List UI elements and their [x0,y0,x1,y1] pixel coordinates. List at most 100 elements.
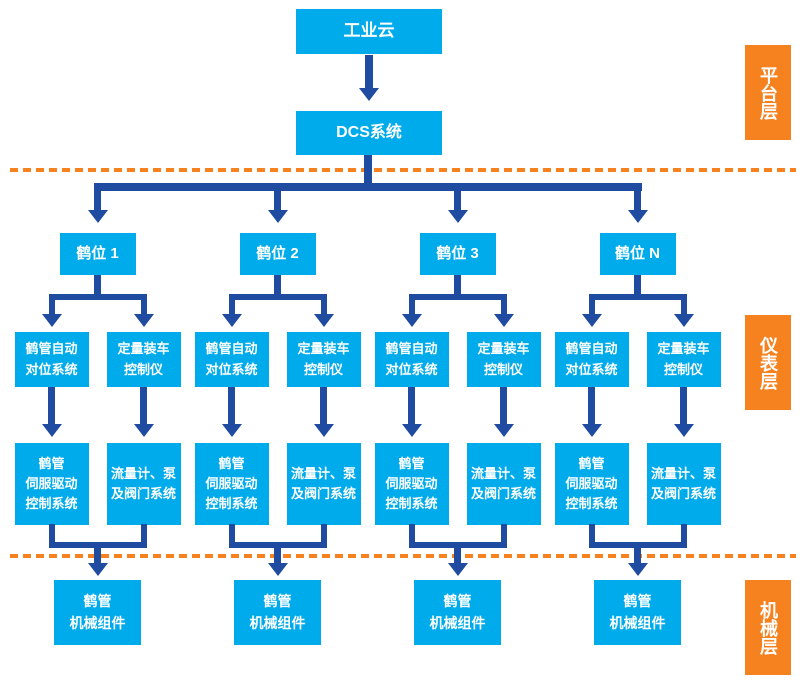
arrow-down-icon [41,314,62,327]
loading-arm-mechanical-node: 鹤管 机械组件 [54,580,141,645]
connector-line [454,275,461,297]
connector-line [140,387,147,425]
arrow-down-icon [673,314,694,327]
connector-line [228,387,235,425]
loading-arm-auto-alignment-node: 鹤管自动 对位系统 [14,332,89,387]
station-column-2: 鹤位 2 鹤管自动 对位系统 定量装车 控制仪 鹤管 伺服驱动 控制系统 流量计… [188,0,368,683]
merge-connector-bar [588,542,687,548]
connector-line [454,548,461,565]
station-node: 鹤位 N [599,233,676,275]
bus-connector-bar [94,183,642,191]
connector-line [274,275,281,297]
connector-line [454,191,461,212]
split-connector-bar [408,294,507,300]
connector-line [48,524,55,548]
connector-line [274,191,281,212]
arrow-down-icon [447,210,468,223]
arrow-down-icon [267,563,288,576]
arrow-down-icon [267,210,288,223]
connector-line [320,294,327,316]
loading-arm-auto-alignment-node: 鹤管自动 对位系统 [374,332,449,387]
arrow-down-icon [401,314,422,327]
arrow-down-icon [673,424,694,437]
connector-line [588,524,595,548]
connector-line [48,387,55,425]
connector-line [320,387,327,425]
loading-arm-mechanical-node: 鹤管 机械组件 [414,580,501,645]
connector-line [408,294,415,316]
station-column-n: 鹤位 N 鹤管自动 对位系统 定量装车 控制仪 鹤管 伺服驱动 控制系统 流量计… [548,0,728,683]
connector-line [500,294,507,316]
arrow-down-icon [581,314,602,327]
connector-line [364,155,372,187]
arrow-down-icon [581,424,602,437]
merge-connector-bar [48,542,147,548]
quantitative-loading-controller-node: 定量装车 控制仪 [466,332,541,387]
connector-line [408,524,415,548]
arrow-down-icon [133,424,154,437]
mechanical-layer-divider [10,554,796,558]
connector-line [500,524,507,548]
connector-line [140,524,147,548]
connector-line [94,191,101,212]
connector-line [680,524,687,548]
station-column-3: 鹤位 3 鹤管自动 对位系统 定量装车 控制仪 鹤管 伺服驱动 控制系统 流量计… [368,0,548,683]
connector-line [228,294,235,316]
merge-connector-bar [408,542,507,548]
servo-drive-control-node: 鹤管 伺服驱动 控制系统 [374,443,449,525]
platform-layer-divider [10,168,796,172]
arrow-down-icon [87,210,108,223]
connector-line [48,294,55,316]
platform-layer-label: 平台层 [745,45,791,140]
station-column-1: 鹤位 1 鹤管自动 对位系统 定量装车 控制仪 鹤管 伺服驱动 控制系统 流量计… [8,0,188,683]
servo-drive-control-node: 鹤管 伺服驱动 控制系统 [14,443,89,525]
connector-line [94,275,101,297]
quantitative-loading-controller-node: 定量装车 控制仪 [106,332,181,387]
connector-line [320,524,327,548]
arrow-down-icon [401,424,422,437]
quantitative-loading-controller-node: 定量装车 控制仪 [286,332,361,387]
connector-line [365,55,373,90]
connector-line [634,191,641,212]
instrument-layer-label: 仪表层 [745,315,791,410]
arrow-down-icon [493,424,514,437]
flowmeter-pump-valve-node: 流量计、泵 及阀门系统 [646,443,721,525]
merge-connector-bar [228,542,327,548]
arrow-down-icon [221,424,242,437]
loading-arm-mechanical-node: 鹤管 机械组件 [594,580,681,645]
industrial-cloud-node: 工业云 [296,9,442,54]
connector-line [680,387,687,425]
loading-arm-auto-alignment-node: 鹤管自动 对位系统 [554,332,629,387]
arrow-down-icon [133,314,154,327]
connector-line [94,548,101,565]
connector-line [588,387,595,425]
flowmeter-pump-valve-node: 流量计、泵 及阀门系统 [466,443,541,525]
mechanical-layer-label: 机械层 [745,580,791,675]
arrow-down-icon [493,314,514,327]
arrow-down-icon [221,314,242,327]
connector-line [140,294,147,316]
split-connector-bar [48,294,147,300]
arrow-down-icon [627,563,648,576]
dcs-system-node: DCS系统 [296,111,442,155]
flowmeter-pump-valve-node: 流量计、泵 及阀门系统 [106,443,181,525]
servo-drive-control-node: 鹤管 伺服驱动 控制系统 [554,443,629,525]
arrow-down-icon [41,424,62,437]
station-node: 鹤位 2 [239,233,316,275]
connector-line [274,548,281,565]
connector-line [634,548,641,565]
station-node: 鹤位 3 [419,233,496,275]
quantitative-loading-controller-node: 定量装车 控制仪 [646,332,721,387]
loading-arm-mechanical-node: 鹤管 机械组件 [234,580,321,645]
servo-drive-control-node: 鹤管 伺服驱动 控制系统 [194,443,269,525]
connector-line [588,294,595,316]
loading-arm-auto-alignment-node: 鹤管自动 对位系统 [194,332,269,387]
connector-line [634,275,641,297]
split-connector-bar [228,294,327,300]
connector-line [228,524,235,548]
arrow-down-icon [313,424,334,437]
arrow-down-icon [359,88,379,101]
arrow-down-icon [87,563,108,576]
arrow-down-icon [447,563,468,576]
